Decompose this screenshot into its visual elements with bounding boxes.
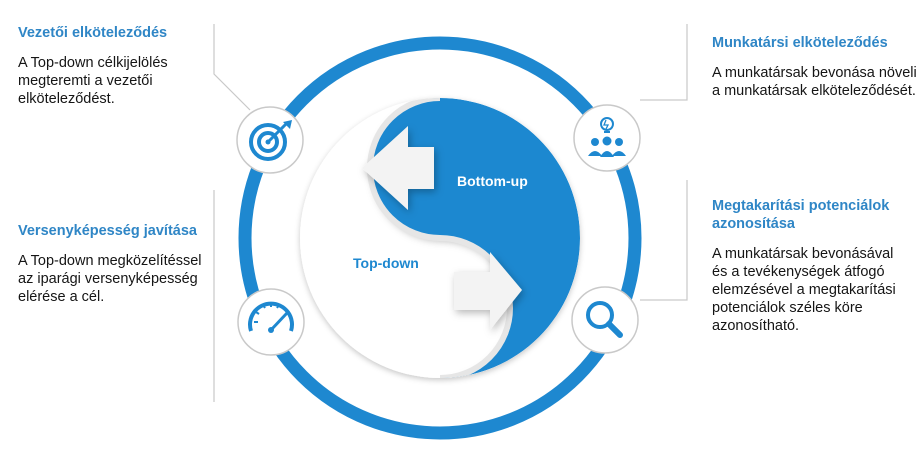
employee-commitment-title: Munkatársi elköteleződés bbox=[712, 35, 888, 51]
savings-potential-text: A munkatársak bevonásával és a tevékenys… bbox=[712, 246, 896, 334]
bottom-up-label: Bottom-up bbox=[457, 173, 528, 189]
speedometer-icon bbox=[237, 288, 305, 356]
target-icon bbox=[236, 106, 304, 174]
top-down-label: Top-down bbox=[353, 255, 419, 271]
savings-potential-block: Megtakarítási potenciálok azonosítása A … bbox=[712, 197, 912, 335]
magnifier-icon bbox=[571, 286, 639, 354]
competitiveness-text: A Top-down megközelítéssel az iparági ve… bbox=[18, 253, 202, 305]
employee-commitment-block: Munkatársi elköteleződés A munkatársak b… bbox=[712, 34, 920, 100]
leader-commitment-block: Vezetői elköteleződés A Top-down célkije… bbox=[18, 24, 228, 108]
leader-commitment-title: Vezetői elköteleződés bbox=[18, 25, 168, 41]
connector-lines bbox=[213, 24, 688, 402]
competitiveness-block: Versenyképesség javítása A Top-down megk… bbox=[18, 222, 218, 306]
team-idea-icon bbox=[573, 104, 641, 172]
leader-commitment-text: A Top-down célkijelölés megteremti a vez… bbox=[18, 55, 168, 107]
competitiveness-title: Versenyképesség javítása bbox=[18, 223, 197, 239]
arrow-left bbox=[362, 126, 434, 210]
employee-commitment-text: A munkatársak bevonása növeli a munkatár… bbox=[712, 65, 917, 99]
arrow-right bbox=[454, 252, 522, 330]
yin-yang bbox=[300, 98, 580, 378]
savings-potential-title: Megtakarítási potenciálok azonosítása bbox=[712, 198, 890, 232]
